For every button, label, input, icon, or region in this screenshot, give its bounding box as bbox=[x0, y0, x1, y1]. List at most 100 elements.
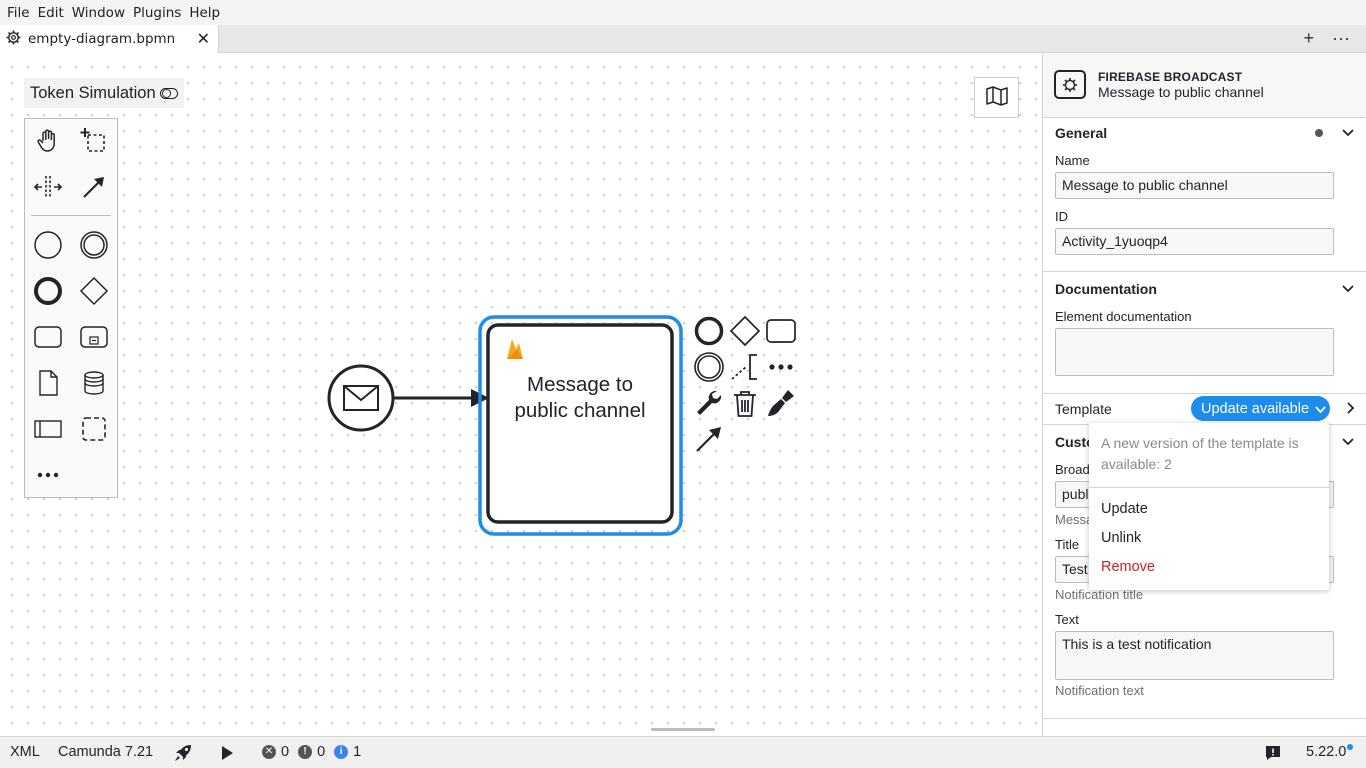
info-count: 1 bbox=[353, 744, 362, 760]
subprocess-icon[interactable] bbox=[77, 320, 111, 354]
append-text-annotation-button[interactable] bbox=[729, 351, 761, 386]
info-icon: i bbox=[334, 745, 349, 759]
task-label: Message to public channel bbox=[514, 373, 646, 422]
update-template-item[interactable]: Update bbox=[1101, 501, 1148, 517]
name-input[interactable]: Message to public channel bbox=[1055, 172, 1334, 199]
gateway-icon[interactable] bbox=[77, 274, 111, 308]
id-label: ID bbox=[1055, 209, 1068, 224]
minimap-toggle-button[interactable] bbox=[974, 77, 1019, 118]
template-dropdown: A new version of the template is availab… bbox=[1089, 423, 1329, 590]
tool-palette bbox=[24, 118, 118, 498]
element-name: Message to public channel bbox=[1098, 84, 1264, 100]
more-options-icon[interactable] bbox=[765, 351, 797, 386]
template-label: Template bbox=[1055, 401, 1112, 417]
warning-icon: ! bbox=[298, 745, 313, 759]
group-icon[interactable] bbox=[77, 412, 111, 446]
group-general-header[interactable]: General bbox=[1043, 116, 1366, 150]
bpmn-diagram bbox=[327, 315, 683, 536]
engine-version-button[interactable]: Camunda 7.21 bbox=[58, 744, 154, 760]
append-gateway-button[interactable] bbox=[729, 315, 761, 350]
feedback-icon[interactable] bbox=[1265, 745, 1281, 761]
menu-help[interactable]: Help bbox=[189, 4, 221, 21]
close-tab-icon[interactable]: ✕ bbox=[196, 29, 210, 48]
hand-tool-icon[interactable] bbox=[31, 124, 65, 158]
play-icon[interactable] bbox=[220, 745, 234, 761]
app-version[interactable]: 5.22.0 bbox=[1306, 744, 1354, 760]
format-label[interactable]: XML bbox=[10, 744, 40, 760]
rocket-icon[interactable] bbox=[173, 743, 193, 763]
panel-resize-handle[interactable] bbox=[651, 728, 715, 731]
chevron-right-icon[interactable] bbox=[1343, 401, 1357, 418]
menu-window[interactable]: Window bbox=[71, 4, 125, 21]
task-icon[interactable] bbox=[31, 320, 65, 354]
has-value-indicator bbox=[1315, 129, 1323, 137]
group-custom-properties-header[interactable]: Custo bbox=[1043, 425, 1366, 459]
data-store-icon[interactable] bbox=[77, 366, 111, 400]
chevron-down-icon bbox=[1341, 125, 1355, 142]
token-simulation-label: Token Simulation bbox=[30, 83, 156, 102]
tab-empty-diagram[interactable]: empty-diagram.bpmn ✕ bbox=[0, 25, 219, 53]
token-simulation-toggle[interactable]: Token Simulation bbox=[24, 78, 184, 108]
diagram-canvas[interactable]: Token Simulation bbox=[0, 53, 1042, 736]
firebase-broadcast-task[interactable] bbox=[486, 323, 674, 524]
chevron-down-icon bbox=[1341, 434, 1355, 451]
intermediate-event-icon[interactable] bbox=[77, 228, 111, 262]
append-end-event-button[interactable] bbox=[693, 315, 725, 350]
error-count: 0 bbox=[281, 744, 290, 760]
pool-icon[interactable] bbox=[31, 412, 65, 446]
firebase-icon bbox=[507, 339, 523, 359]
start-event-icon[interactable] bbox=[31, 228, 65, 262]
update-dot-icon bbox=[1347, 744, 1354, 750]
group-separator bbox=[1043, 393, 1366, 394]
append-intermediate-event-button[interactable] bbox=[693, 351, 725, 386]
unlink-template-item[interactable]: Unlink bbox=[1101, 530, 1142, 546]
menu-bar: File Edit Window Plugins Help bbox=[0, 0, 1366, 25]
global-connect-icon[interactable] bbox=[77, 170, 111, 204]
connect-arrow-icon[interactable] bbox=[693, 423, 725, 458]
id-input[interactable]: Activity_1yuoqp4 bbox=[1055, 228, 1334, 255]
trash-icon[interactable] bbox=[729, 387, 761, 422]
element-documentation-label: Element documentation bbox=[1055, 309, 1192, 324]
message-event-icon bbox=[343, 385, 379, 411]
update-available-button[interactable]: Update available bbox=[1191, 396, 1330, 421]
add-tab-button[interactable]: + bbox=[1303, 28, 1315, 48]
group-separator bbox=[1043, 271, 1366, 272]
name-label: Name bbox=[1055, 153, 1090, 168]
wrench-icon[interactable] bbox=[693, 387, 725, 422]
tab-title: empty-diagram.bpmn bbox=[28, 31, 176, 47]
space-tool-icon[interactable] bbox=[31, 170, 65, 204]
warning-count: 0 bbox=[317, 744, 326, 760]
paint-brush-icon[interactable] bbox=[765, 387, 797, 422]
map-icon bbox=[985, 85, 1009, 110]
text-description: Notification text bbox=[1055, 683, 1144, 698]
broadcast-description: Messa bbox=[1055, 512, 1094, 527]
element-documentation-textarea[interactable] bbox=[1055, 328, 1334, 376]
sequence-flow[interactable] bbox=[394, 389, 489, 407]
error-icon: ✕ bbox=[262, 745, 276, 759]
more-icon[interactable] bbox=[31, 458, 65, 492]
template-row: Template Update available bbox=[1043, 394, 1366, 424]
end-event-icon[interactable] bbox=[31, 274, 65, 308]
more-tabs-button[interactable]: ··· bbox=[1332, 28, 1350, 48]
data-object-icon[interactable] bbox=[31, 366, 65, 400]
tabbar-actions: + ··· bbox=[1304, 28, 1351, 49]
append-task-button[interactable] bbox=[765, 317, 797, 348]
lasso-tool-icon[interactable] bbox=[77, 124, 111, 158]
element-type: FIREBASE BROADCAST bbox=[1098, 70, 1243, 84]
settings-icon bbox=[6, 29, 21, 49]
message-start-event[interactable] bbox=[327, 364, 395, 432]
text-textarea[interactable]: This is a test notification bbox=[1055, 631, 1334, 680]
menu-file[interactable]: File bbox=[7, 4, 30, 21]
menu-plugins[interactable]: Plugins bbox=[132, 4, 182, 21]
properties-panel: FIREBASE BROADCAST Message to public cha… bbox=[1042, 53, 1366, 736]
group-documentation-header[interactable]: Documentation bbox=[1043, 272, 1366, 306]
title-label: Title bbox=[1055, 537, 1080, 552]
tab-bar: empty-diagram.bpmn ✕ + ··· bbox=[0, 25, 1366, 53]
text-label: Text bbox=[1055, 612, 1079, 627]
remove-template-item[interactable]: Remove bbox=[1101, 559, 1155, 575]
broadcast-label: Broad bbox=[1055, 462, 1090, 477]
menu-edit[interactable]: Edit bbox=[37, 4, 64, 21]
dropdown-separator bbox=[1089, 487, 1329, 488]
group-separator bbox=[1043, 718, 1366, 719]
